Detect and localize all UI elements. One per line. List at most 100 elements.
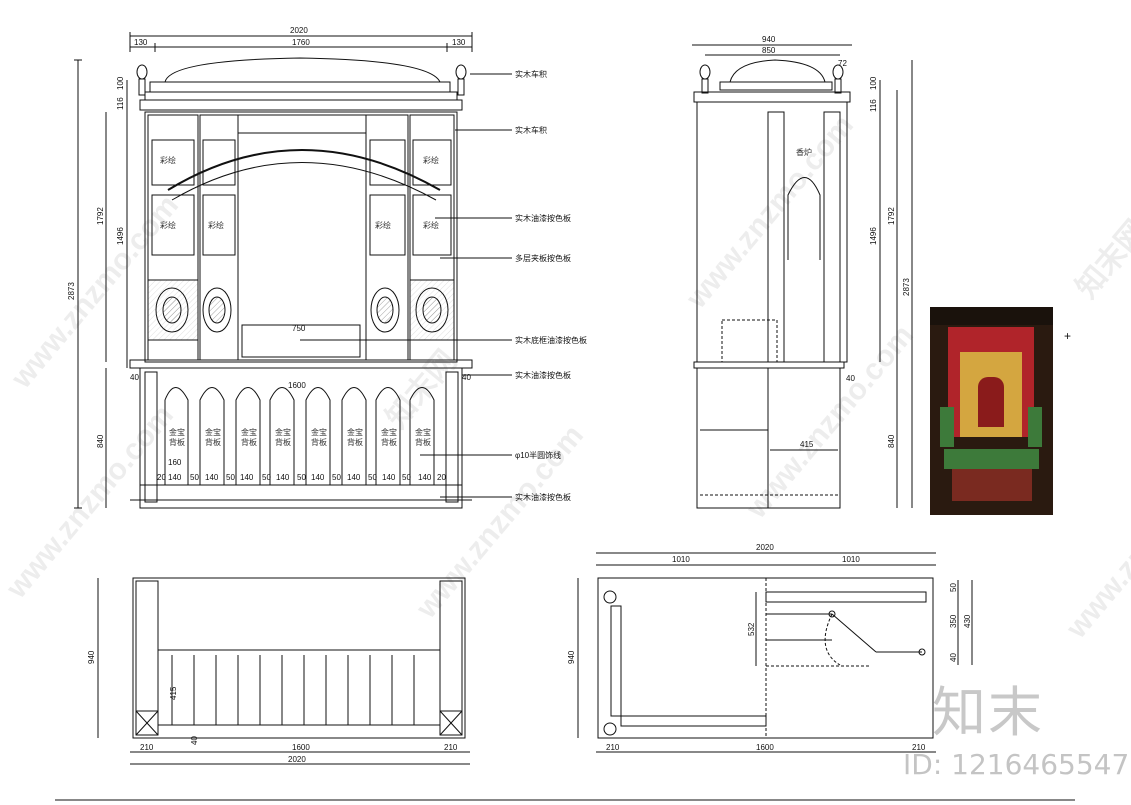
dim-plan-base-left: 210 bbox=[140, 743, 154, 752]
dim-side-inner-width: 850 bbox=[762, 46, 776, 55]
bottom-dim: 50 bbox=[368, 473, 377, 482]
callout-text: 多层夹板按色板 bbox=[515, 253, 571, 263]
niche-label: 背板 bbox=[311, 437, 327, 447]
callout-text: 实木车积 bbox=[515, 125, 547, 135]
niche-label: 背板 bbox=[205, 437, 221, 447]
niche-label: 金宝 bbox=[205, 427, 221, 437]
dim-plan-top-left: 210 bbox=[606, 743, 620, 752]
dim-plan-top-door-depth: 532 bbox=[747, 622, 756, 636]
dim-base-inner: 1600 bbox=[288, 381, 306, 390]
bottom-dim: 140 bbox=[276, 473, 290, 482]
dim-plan-top-height: 940 bbox=[567, 650, 576, 664]
dim-side-inner-height: 1496 bbox=[869, 227, 878, 245]
panel-label: 彩绘 bbox=[423, 155, 439, 165]
niche-label: 金宝 bbox=[241, 427, 257, 437]
watermark-text: 知末网 bbox=[1070, 214, 1131, 304]
finial-right bbox=[455, 64, 467, 96]
bottom-dim: 140 bbox=[240, 473, 254, 482]
niche-label: 金宝 bbox=[311, 427, 327, 437]
bottom-dim: 140 bbox=[382, 473, 396, 482]
dim-arch-left: 160 bbox=[168, 458, 182, 467]
finial-left bbox=[136, 64, 148, 96]
dim-plan-base-center: 1600 bbox=[292, 743, 310, 752]
side-elevation-labels: 940 850 72 116 100 1792 1496 2873 840 40… bbox=[762, 35, 911, 449]
bottom-dim: 50 bbox=[262, 473, 271, 482]
watermark-text: www.znzmo.com bbox=[409, 419, 590, 625]
callout-text: 实木油漆按色板 bbox=[515, 213, 571, 223]
dim-plan-base-gap: 40 bbox=[190, 736, 199, 745]
dim-side-total-width: 940 bbox=[762, 35, 776, 44]
brand-watermark: 知末 bbox=[932, 681, 1044, 744]
dim-plan-top-right: 210 bbox=[912, 743, 926, 752]
front-elevation bbox=[74, 32, 512, 509]
dim-plan-base-depth: 415 bbox=[169, 686, 178, 700]
callout-text: 实木油漆按色板 bbox=[515, 370, 571, 380]
niche-label: 背板 bbox=[415, 437, 431, 447]
dim-plan-top-total: 2020 bbox=[756, 543, 774, 552]
plan-base-view bbox=[97, 577, 470, 765]
panel-label: 彩绘 bbox=[160, 220, 176, 230]
bottom-dim: 140 bbox=[418, 473, 432, 482]
panel-label: 彩绘 bbox=[375, 220, 391, 230]
dim-plan-top-right-half: 1010 bbox=[842, 555, 860, 564]
dim-side-right-b: 100 bbox=[869, 76, 878, 90]
document-id: ID: 1216465547 bbox=[903, 748, 1130, 781]
side-label: 香炉 bbox=[796, 147, 812, 157]
callout-text: φ10半圆饰线 bbox=[515, 450, 561, 460]
niche-label: 背板 bbox=[241, 437, 257, 447]
watermark-text: www.znzmo.com bbox=[1059, 439, 1131, 645]
niche-label: 金宝 bbox=[347, 427, 363, 437]
dim-shelf-gap-right: 40 bbox=[462, 373, 471, 382]
bottom-dims-row: 20 140 50 140 50 140 50 140 50 140 50 14… bbox=[157, 473, 446, 482]
niche-label: 金宝 bbox=[381, 427, 397, 437]
dim-plan-top-left-half: 1010 bbox=[672, 555, 690, 564]
niche-label: 金宝 bbox=[415, 427, 431, 437]
dim-crown-a: 116 bbox=[116, 97, 125, 110]
panel-label: 彩绘 bbox=[423, 220, 439, 230]
plan-top-labels: 2020 1010 1010 940 532 50 350 430 40 210… bbox=[567, 543, 972, 752]
bottom-dim: 50 bbox=[297, 473, 306, 482]
niche-label: 背板 bbox=[169, 437, 185, 447]
niche-label: 金宝 bbox=[169, 427, 185, 437]
niche-label: 背板 bbox=[275, 437, 291, 447]
panel-label: 彩绘 bbox=[208, 220, 224, 230]
dim-side-base-height: 840 bbox=[887, 434, 896, 448]
cursor-cross-icon: + bbox=[1064, 329, 1071, 343]
side-elevation bbox=[692, 44, 913, 509]
dim-plan-top-r-b: 350 bbox=[949, 614, 958, 628]
material-callouts: 实木车积 实木车积 实木油漆按色板 多层夹板按色板 实木底框油漆按色板 实木油漆… bbox=[515, 69, 587, 502]
dim-center: 1760 bbox=[292, 38, 310, 47]
dim-plan-top-r-d: 40 bbox=[949, 653, 958, 662]
plan-base-labels: 940 210 1600 210 2020 415 40 bbox=[87, 650, 458, 764]
bottom-dim: 50 bbox=[190, 473, 199, 482]
dim-right-side: 130 bbox=[452, 38, 466, 47]
dim-plan-top-r-c: 430 bbox=[963, 614, 972, 628]
plan-top-view bbox=[577, 552, 973, 753]
dim-plan-base-right: 210 bbox=[444, 743, 458, 752]
dim-base-height: 840 bbox=[96, 434, 105, 448]
callout-text: 实木车积 bbox=[515, 69, 547, 79]
bottom-dim: 50 bbox=[332, 473, 341, 482]
dim-crown-b: 100 bbox=[116, 76, 125, 90]
bottom-dim: 20 bbox=[437, 473, 446, 482]
dim-side-top: 72 bbox=[838, 59, 847, 68]
dim-inner-height: 1496 bbox=[116, 227, 125, 245]
dim-side-total-height: 2873 bbox=[902, 278, 911, 296]
bottom-dim: 140 bbox=[168, 473, 182, 482]
dim-upper-height: 1792 bbox=[96, 207, 105, 225]
dim-left-side: 130 bbox=[134, 38, 148, 47]
dim-total-height: 2873 bbox=[67, 282, 76, 300]
dim-side-shelf-depth: 415 bbox=[800, 440, 814, 449]
bottom-dim: 50 bbox=[402, 473, 411, 482]
reference-photo bbox=[930, 307, 1053, 515]
dim-total-width: 2020 bbox=[290, 26, 308, 35]
dim-shelf-gap: 40 bbox=[130, 373, 139, 382]
watermark-text: www.znzmo.com bbox=[739, 319, 920, 525]
watermark-text: www.znzmo.com bbox=[679, 109, 860, 315]
bottom-dim: 140 bbox=[311, 473, 325, 482]
callout-text: 实木底框油漆按色板 bbox=[515, 335, 587, 345]
bottom-dim: 20 bbox=[157, 473, 166, 482]
niche-label: 金宝 bbox=[275, 427, 291, 437]
bottom-dim: 50 bbox=[226, 473, 235, 482]
